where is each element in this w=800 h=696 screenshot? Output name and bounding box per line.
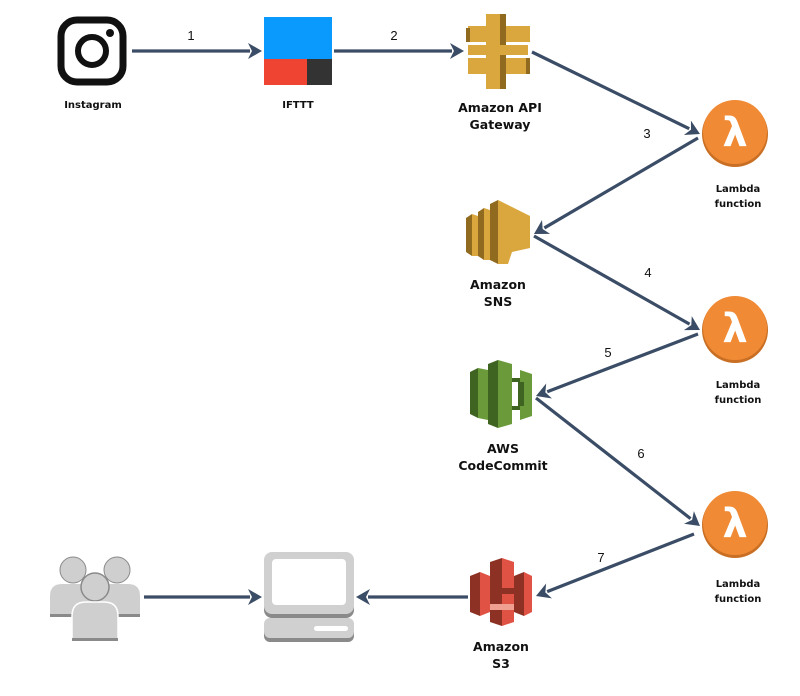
- codecommit-label-line2: CodeCommit: [458, 458, 547, 473]
- arrow-head-icon: [536, 583, 552, 599]
- arrow-head-icon: [684, 511, 700, 526]
- lambda-2-label-line2: function: [715, 395, 762, 406]
- sns-node: Amazon SNS: [466, 200, 530, 309]
- edge-line-lambda3-to-s3: [546, 532, 695, 594]
- edge-label-5: 5: [604, 345, 611, 360]
- edge-line-lambda1-to-sns: [543, 136, 699, 230]
- api-gateway-icon: [466, 14, 530, 89]
- lambda-icon: λ: [702, 296, 768, 363]
- lambda-3-label-line1: Lambda: [716, 579, 761, 590]
- arrow-head-icon: [450, 43, 464, 59]
- ifttt-icon: [264, 17, 332, 85]
- lambda-3-label-line2: function: [715, 594, 762, 605]
- ifttt-label: IFTTT: [282, 100, 314, 111]
- svg-text:λ: λ: [722, 306, 747, 352]
- arrow-head-icon: [248, 43, 262, 59]
- arrow-head-icon: [536, 383, 552, 399]
- edge-label-1: 1: [187, 28, 194, 43]
- s3-node: Amazon S3: [470, 558, 532, 671]
- s3-label-line2: S3: [492, 656, 510, 671]
- svg-text:λ: λ: [722, 110, 747, 156]
- lambda-node-2: λ Lambda function: [702, 296, 768, 406]
- lambda-icon: λ: [702, 100, 768, 167]
- edge-line-sns-to-lambda2: [533, 234, 691, 326]
- arrow-head-icon: [683, 316, 700, 331]
- codecommit-node: AWS CodeCommit: [458, 360, 548, 473]
- svg-text:λ: λ: [722, 501, 747, 547]
- arrow-head-icon: [534, 220, 551, 234]
- edge-label-4: 4: [644, 265, 651, 280]
- instagram-label: Instagram: [64, 100, 122, 111]
- s3-icon: [470, 558, 532, 626]
- lambda-icon: λ: [702, 491, 768, 558]
- edge-label-2: 2: [390, 28, 397, 43]
- computer-node: [264, 552, 354, 642]
- arrow-head-icon: [356, 589, 370, 605]
- arrow-head-icon: [248, 589, 262, 605]
- arrow-head-icon: [683, 120, 700, 136]
- s3-label-line1: Amazon: [473, 639, 529, 654]
- sns-icon: [466, 200, 530, 264]
- api-gateway-label-line1: Amazon API: [458, 100, 542, 115]
- edges: [132, 43, 700, 605]
- instagram-icon: [57, 16, 127, 86]
- codecommit-icon: [470, 360, 532, 428]
- instagram-node: Instagram: [57, 16, 127, 111]
- api-gateway-label-line2: Gateway: [470, 117, 531, 132]
- edge-line-lambda2-to-codecommit: [546, 332, 699, 394]
- edge-label-3: 3: [643, 126, 650, 141]
- codecommit-label-line1: AWS: [487, 441, 519, 456]
- computer-icon: [264, 552, 354, 642]
- users-node: [50, 556, 140, 641]
- lambda-2-label-line1: Lambda: [716, 380, 761, 391]
- lambda-node-3: λ Lambda function: [702, 491, 768, 605]
- lambda-1-label-line2: function: [715, 199, 762, 210]
- sns-label-line1: Amazon: [470, 277, 526, 292]
- edge-line-api_gateway-to-lambda1: [531, 50, 690, 131]
- edge-label-7: 7: [597, 550, 604, 565]
- edge-line-codecommit-to-lambda3: [535, 396, 692, 520]
- edge-label-6: 6: [637, 446, 644, 461]
- users-icon: [50, 556, 140, 641]
- api-gateway-node: Amazon API Gateway: [458, 14, 542, 132]
- lambda-node-1: λ Lambda function: [702, 100, 768, 210]
- ifttt-node: IFTTT: [264, 17, 332, 111]
- sns-label-line2: SNS: [484, 294, 512, 309]
- lambda-1-label-line1: Lambda: [716, 184, 761, 195]
